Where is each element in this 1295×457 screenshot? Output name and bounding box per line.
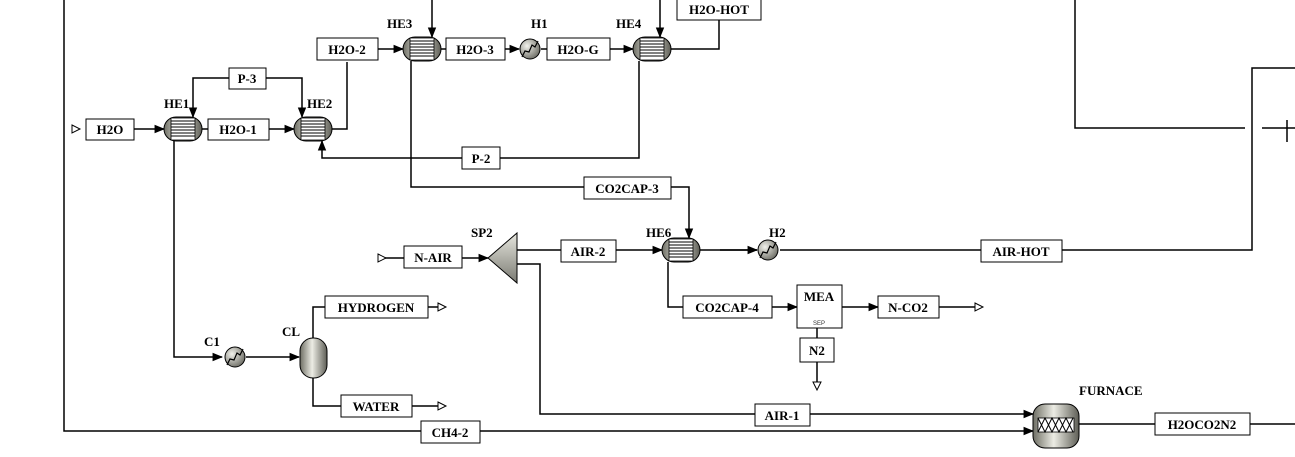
stream-h2o-g-label: H2O-G (557, 42, 598, 57)
heat-exchanger-he3[interactable]: HE3 (387, 16, 442, 62)
stream-n-air[interactable]: N-AIR (403, 245, 463, 269)
stream-air-2[interactable]: AIR-2 (560, 239, 617, 263)
stream-air-1-label: AIR-1 (765, 408, 800, 423)
he6-label: HE6 (646, 225, 672, 240)
stream-air-1[interactable]: AIR-1 (754, 403, 811, 427)
stream-h2o[interactable]: H2O (85, 118, 135, 141)
stream-co2cap-3-label: CO2CAP-3 (595, 181, 659, 196)
heater-h1[interactable]: H1 (519, 16, 548, 60)
stream-p3-label: P-3 (238, 71, 257, 86)
stream-hydrogen[interactable]: HYDROGEN (324, 295, 429, 319)
he2-label: HE2 (307, 96, 332, 111)
he4-label: HE4 (616, 16, 642, 31)
stream-n-air-label: N-AIR (414, 250, 452, 265)
heat-exchanger-he2[interactable]: HE2 (293, 96, 333, 142)
stream-h2o-label: H2O (97, 122, 124, 137)
furnace-label: FURNACE (1079, 383, 1143, 398)
stream-n2-label: N2 (809, 343, 825, 358)
sp2-label: SP2 (471, 225, 493, 240)
stream-co2cap-4[interactable]: CO2CAP-4 (682, 295, 773, 319)
stream-p2-label: P-2 (472, 151, 491, 166)
stream-p3[interactable]: P-3 (228, 67, 267, 90)
stream-h2o-3-label: H2O-3 (456, 42, 494, 57)
stream-p2[interactable]: P-2 (461, 146, 501, 170)
stream-lines (63, 0, 1295, 436)
splitter-sp2[interactable]: SP2 (471, 225, 518, 285)
he3-label: HE3 (387, 16, 413, 31)
c1-label: C1 (204, 334, 220, 349)
stream-h2o-1-label: H2O-1 (219, 122, 257, 137)
stream-ch4-2[interactable]: CH4-2 (420, 420, 481, 444)
stream-ch4-2-label: CH4-2 (432, 425, 469, 440)
heat-exchanger-he1[interactable]: HE1 (163, 96, 203, 142)
mea-sub-label: SEP (813, 321, 825, 327)
furnace[interactable]: FURNACE (1032, 383, 1143, 449)
stream-h2o-2[interactable]: H2O-2 (316, 37, 379, 61)
heater-h2[interactable]: H2 (757, 225, 786, 261)
stream-hydrogen-label: HYDROGEN (338, 300, 415, 315)
stream-air-2-label: AIR-2 (571, 244, 606, 259)
stream-n2[interactable]: N2 (799, 337, 835, 363)
stream-air-hot-label: AIR-HOT (992, 244, 1049, 259)
stream-h2oco2n2[interactable]: H2OCO2N2 (1154, 412, 1251, 436)
stream-air-hot[interactable]: AIR-HOT (980, 239, 1063, 263)
stream-h2o-2-label: H2O-2 (328, 42, 366, 57)
flash-drum-cl[interactable]: CL (282, 324, 328, 379)
he1-label: HE1 (164, 96, 189, 111)
mea-label: MEA (804, 289, 835, 304)
h2-label: H2 (769, 225, 786, 240)
heat-exchanger-he6[interactable]: HE6 (646, 225, 701, 263)
stream-h2o-hot-label: H2O-HOT (689, 2, 749, 17)
port-arrows (71, 124, 985, 411)
stream-h2oco2n2-label: H2OCO2N2 (1168, 417, 1237, 432)
stream-water-label: WATER (353, 399, 400, 414)
stream-h2o-1[interactable]: H2O-1 (207, 118, 270, 141)
h1-label: H1 (531, 16, 548, 31)
separator-mea[interactable]: MEA SEP (796, 284, 843, 329)
stream-n-co2[interactable]: N-CO2 (877, 295, 940, 319)
stream-h2o-g[interactable]: H2O-G (546, 37, 611, 61)
stream-water[interactable]: WATER (340, 394, 413, 418)
stream-co2cap-4-label: CO2CAP-4 (695, 300, 759, 315)
cl-label: CL (282, 324, 300, 339)
stream-h2o-3[interactable]: H2O-3 (445, 37, 506, 61)
cooler-c1[interactable]: C1 (204, 334, 246, 368)
heat-exchanger-he4[interactable]: HE4 (616, 16, 672, 62)
stream-h2o-hot[interactable]: H2O-HOT (676, 0, 762, 21)
stream-n-co2-label: N-CO2 (888, 300, 928, 315)
stream-co2cap-3[interactable]: CO2CAP-3 (583, 176, 672, 200)
